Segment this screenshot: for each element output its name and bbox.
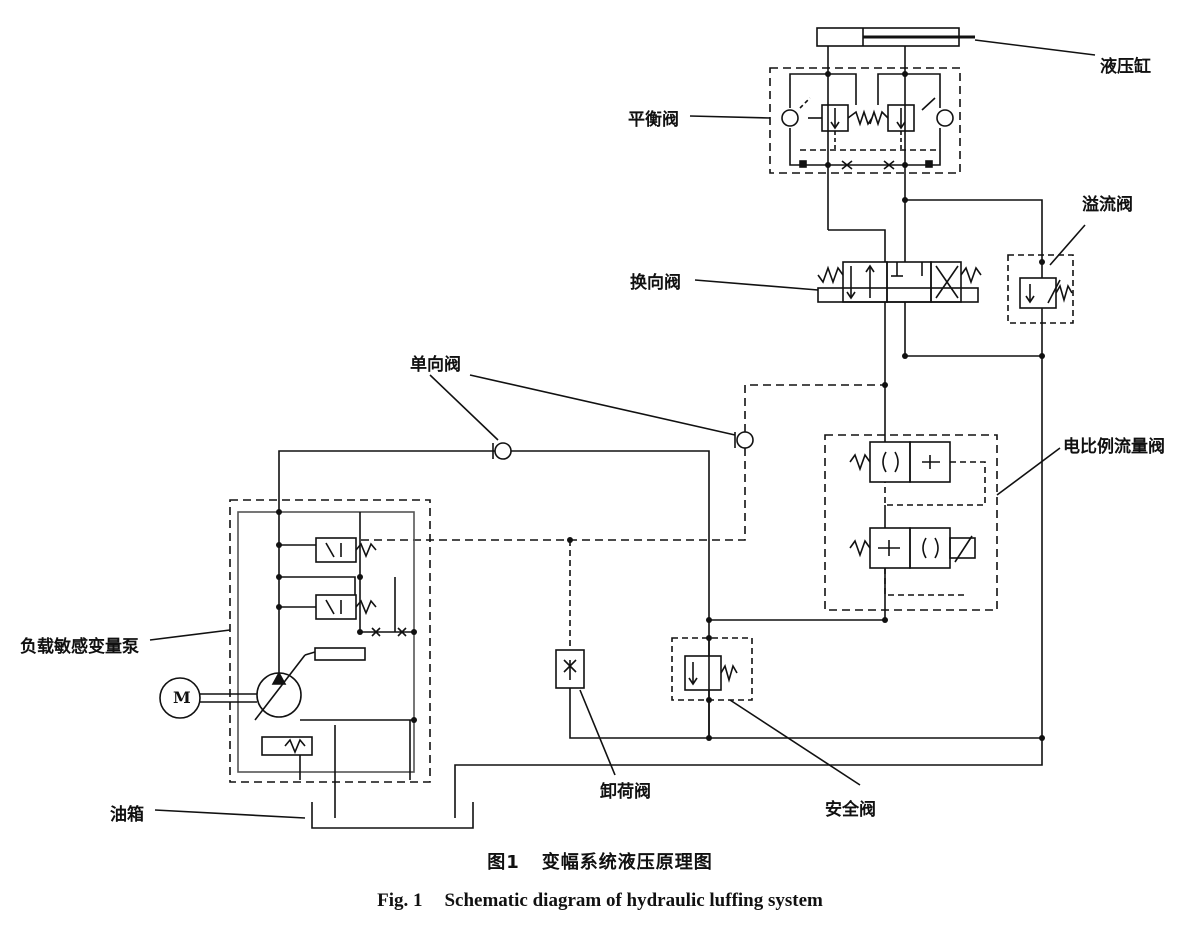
label-balance-valve: 平衡阀 [628,110,679,130]
safety-valve [671,637,753,701]
balance-valve [769,58,961,174]
label-unloading-valve: 卸荷阀 [600,782,651,802]
check-valve-1 [492,442,512,460]
label-directional-valve: 换向阀 [630,273,681,293]
label-motor: M [173,688,191,707]
check-valve-2 [734,431,754,449]
label-proportional-flow-valve: 电比例流量阀 [1063,437,1165,457]
caption-english: Fig. 1 Schematic diagram of hydraulic luf… [0,890,1200,912]
label-check-valve: 单向阀 [410,355,461,375]
hydraulic-cylinder [816,27,975,58]
directional-valve [817,261,982,303]
proportional-flow-valve [824,434,998,611]
caption-cn-title: 变幅系统液压原理图 [541,852,713,873]
motor [159,677,257,719]
oil-tank [299,720,1043,829]
label-relief-valve: 溢流阀 [1082,195,1133,215]
load-sensing-pump [229,499,431,783]
label-pump: 负载敏感变量泵 [20,637,139,657]
label-cylinder: 液压缸 [1100,57,1151,77]
caption-cn-number: 图1 [487,852,520,873]
label-safety-valve: 安全阀 [825,800,876,820]
label-tank: 油箱 [110,805,144,825]
caption-en-number: Fig. 1 [377,890,423,911]
caption-en-title: Schematic diagram of hydraulic luffing s… [444,890,823,911]
relief-valve [1007,254,1074,324]
unloading-valve [555,649,585,689]
caption-chinese: 图1 变幅系统液压原理图 [0,848,1200,874]
